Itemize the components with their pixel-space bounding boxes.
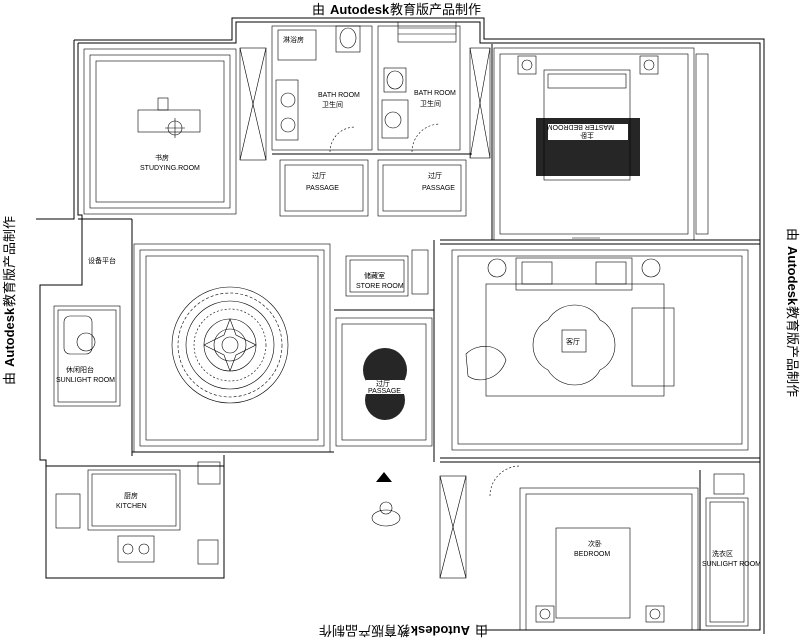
kitchen-label-en: KITCHEN [116, 503, 147, 510]
entrance-marker [371, 472, 401, 527]
bath-right-label-zh: 卫生间 [420, 99, 441, 108]
basin-2 [280, 117, 296, 133]
study-label-zh: 书房 [155, 153, 169, 162]
kitchen-stove [117, 535, 155, 563]
watermark-bottom-brand: Autodesk [410, 623, 470, 638]
laundry-label-en: SUNLIGHT ROOM [702, 561, 761, 568]
bedroom-wardrobe [439, 475, 467, 579]
watermark-left-prefix: 由 [3, 372, 18, 385]
equipment-platform: 设备平台 [88, 256, 116, 265]
store-label-en: STORE ROOM [356, 283, 404, 290]
study-wardrobe [239, 47, 267, 161]
bath-right-label-en: BATH ROOM [414, 90, 456, 97]
entry-label-zh: 过厅 [376, 379, 390, 388]
study-room: 书房 STUDYING.ROOM [83, 47, 267, 215]
equipment-label: 设备平台 [88, 256, 116, 265]
bath-left-label-en: BATH ROOM [318, 92, 360, 99]
shower-label: 淋浴房 [283, 35, 304, 44]
toilet-right [383, 67, 407, 93]
basin-1 [280, 92, 296, 108]
passage-right: 过厅 PASSAGE [377, 159, 467, 217]
coffee-table [532, 304, 616, 386]
watermark-top: 由 Autodesk 教育版产品制作 [312, 2, 481, 18]
watermark-right-brand: Autodesk [785, 246, 800, 306]
study-desk [137, 109, 201, 133]
entry-passage: 过厅 PASSAGE [335, 317, 433, 447]
entry-label-en: PASSAGE [368, 388, 401, 395]
outer-walls [36, 17, 765, 634]
living-rug [485, 283, 665, 397]
kitchen: 厨房 KITCHEN [55, 461, 221, 565]
master-label-en: MASTER BEDROOM [547, 123, 614, 130]
lamp-right [641, 258, 661, 278]
lamp-left [487, 258, 507, 278]
bath-right: BATH ROOM 卫生间 [377, 21, 461, 153]
living-room: 客厅 [451, 249, 749, 451]
bedroom-bed [555, 527, 631, 619]
toilet-left [335, 25, 361, 53]
interior-walls [78, 44, 760, 630]
watermark-top-prefix: 由 [312, 3, 325, 18]
passage-left: 过厅 PASSAGE [279, 159, 369, 217]
dining-medallion-outer [171, 286, 289, 404]
kitchen-label-zh: 厨房 [124, 491, 138, 500]
kitchen-sink [55, 493, 81, 529]
master-wardrobe [469, 47, 491, 159]
passage-right-label-zh: 过厅 [428, 171, 442, 180]
person-icon [379, 501, 393, 515]
sunlight-label-en: SUNLIGHT ROOM [56, 377, 115, 384]
passage-left-label-zh: 过厅 [312, 171, 326, 180]
watermark-right-suffix: 教育版产品制作 [784, 306, 800, 397]
bath-left: 淋浴房 BATH ROOM 卫生间 [271, 25, 373, 153]
watermark-bottom-suffix: 教育版产品制作 [319, 622, 410, 638]
watermark-left: 由 Autodesk 教育版产品制作 [2, 216, 18, 385]
bedroom-label-zh: 次卧 [588, 539, 602, 548]
living-armchair [631, 307, 675, 387]
basin-3 [384, 111, 402, 129]
watermark-left-suffix: 教育版产品制作 [2, 216, 18, 307]
bedroom: 次卧 BEDROOM [439, 465, 699, 631]
store-room: 储藏室 STORE ROOM [345, 249, 429, 297]
sunlight-room: 休闲阳台 SUNLIGHT ROOM [53, 305, 121, 407]
dining-area [133, 243, 331, 453]
master-bedroom: 主卧 MASTER BEDROOM [469, 47, 709, 241]
entrance-arrow-icon [376, 472, 392, 482]
lounge-chair [63, 315, 93, 355]
laundry-area: 洗衣区 SUNLIGHT ROOM [702, 473, 761, 627]
watermark-right: 由 Autodesk 教育版产品制作 [784, 228, 800, 397]
watermark-left-brand: Autodesk [2, 307, 17, 367]
side-table [76, 332, 96, 352]
bathtub [397, 21, 457, 43]
bedroom-label-en: BEDROOM [574, 551, 610, 558]
passage-left-label-en: PASSAGE [306, 185, 339, 192]
watermark-top-suffix: 教育版产品制作 [390, 2, 481, 18]
sunlight-label-zh: 休闲阳台 [66, 365, 94, 374]
bath-left-label-zh: 卫生间 [322, 100, 343, 109]
watermark-right-prefix: 由 [784, 228, 799, 241]
living-sofa [515, 257, 633, 291]
passage-right-label-en: PASSAGE [422, 185, 455, 192]
watermark-top-brand: Autodesk [330, 2, 390, 17]
laundry-label-zh: 洗衣区 [712, 549, 733, 558]
living-label: 客厅 [566, 337, 580, 346]
watermark-bottom: 由 Autodesk 教育版产品制作 [319, 622, 488, 638]
study-label-en: STUDYING.ROOM [140, 165, 200, 172]
master-label-zh: 主卧 [580, 131, 594, 140]
store-label-zh: 储藏室 [364, 271, 385, 280]
